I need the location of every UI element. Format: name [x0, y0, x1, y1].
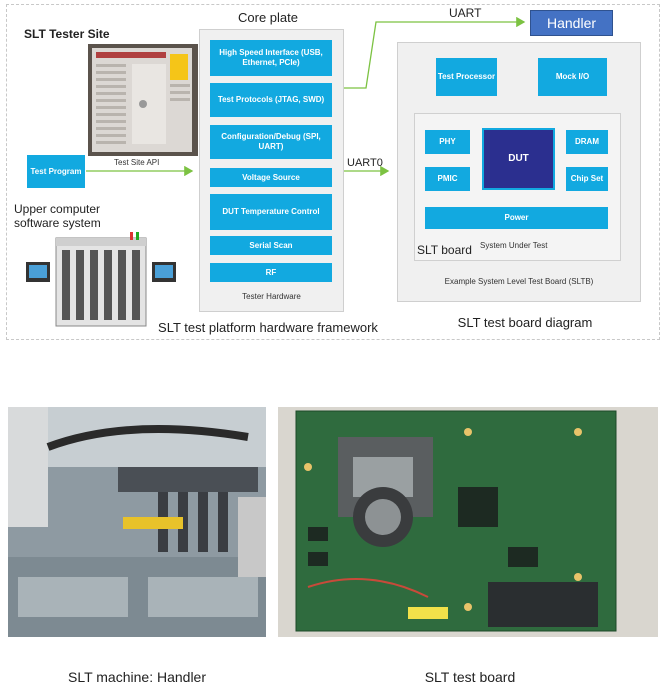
test-board-photo	[278, 407, 658, 637]
core-block-high-speed: High Speed Interface (USB, Ethernet, PCI…	[210, 40, 332, 76]
handler-photo	[8, 407, 266, 637]
mock-io-block: Mock I/O	[538, 58, 607, 96]
core-block-voltage-source: Voltage Source	[210, 168, 332, 187]
tester-machine-image	[26, 232, 176, 328]
dram-block: DRAM	[566, 130, 608, 154]
phy-block: PHY	[425, 130, 470, 154]
core-block-dut-temperature: DUT Temperature Control	[210, 194, 332, 230]
test-site-api-label: Test Site API	[114, 158, 160, 167]
core-plate-caption: SLT test platform hardware framework	[158, 320, 378, 335]
chip-set-block: Chip Set	[566, 167, 608, 191]
handler-photo-image	[8, 407, 266, 637]
sltb-footer-label: Example System Level Test Board (SLTB)	[444, 277, 594, 286]
tester-site-title: SLT Tester Site	[24, 27, 110, 41]
tester-screen-image	[88, 44, 198, 156]
core-block-test-protocols: Test Protocols (JTAG, SWD)	[210, 83, 332, 117]
tester-screen-photo	[88, 44, 198, 156]
dut-block: DUT	[482, 128, 555, 190]
core-block-config-debug: Configuration/Debug (SPI, UART)	[210, 125, 332, 159]
handler-block: Handler	[530, 10, 613, 36]
test-board-photo-image	[278, 407, 658, 637]
power-block: Power	[425, 207, 608, 229]
uart-label: UART	[449, 6, 482, 20]
system-under-test-label: System Under Test	[480, 241, 548, 250]
pmic-block: PMIC	[425, 167, 470, 191]
sltb-caption: SLT test board diagram	[457, 315, 593, 330]
core-block-rf: RF	[210, 263, 332, 282]
slt-board-label: SLT board	[417, 243, 472, 257]
handler-photo-caption: SLT machine: Handler	[68, 669, 206, 685]
tester-hardware-label: Tester Hardware	[242, 292, 301, 301]
test-board-photo-caption: SLT test board	[424, 669, 516, 685]
uart-arrow	[344, 16, 526, 89]
connection-arrows	[86, 16, 526, 177]
uart0-label: UART0	[347, 157, 383, 169]
core-block-serial-scan: Serial Scan	[210, 236, 332, 255]
test-program-block: Test Program	[27, 155, 85, 188]
core-plate-title: Core plate	[238, 10, 298, 25]
test-processor-block: Test Processor	[436, 58, 497, 96]
diagram-frame	[6, 4, 660, 340]
upper-computer-label: Upper computer software system	[14, 202, 101, 230]
